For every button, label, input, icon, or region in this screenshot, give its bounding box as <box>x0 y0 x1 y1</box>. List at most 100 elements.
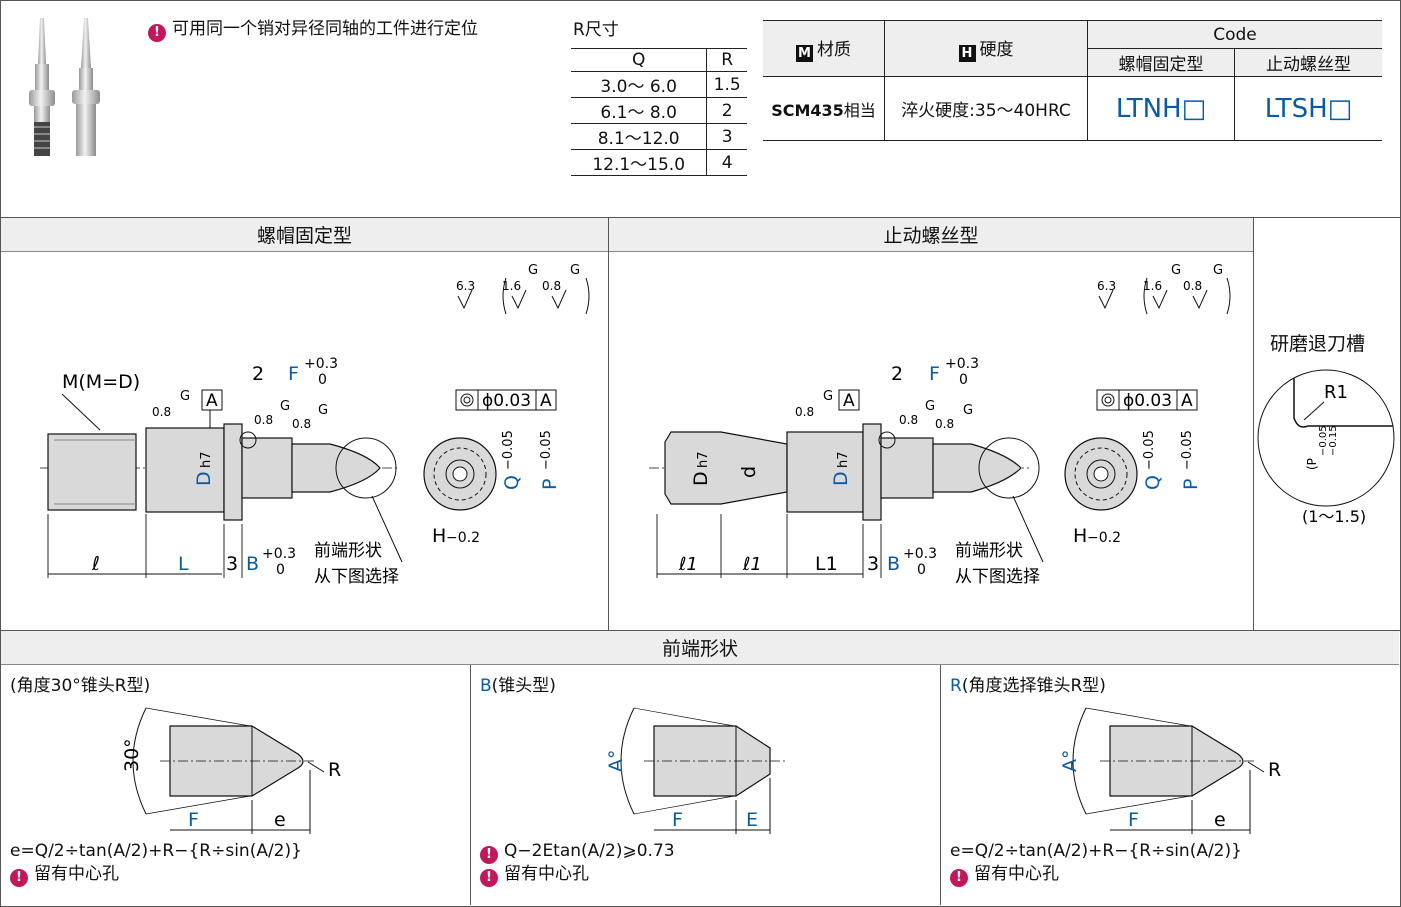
dim-tol-minus: −0.05 <box>1180 430 1195 470</box>
surface-mark-g: G <box>823 389 833 404</box>
dim-tol-minus: −0.05 <box>1142 430 1157 470</box>
surface-mark-b: 0.8 <box>899 413 918 427</box>
material-value-suffix: 相当 <box>843 100 876 120</box>
r-size-cell: 4 <box>706 149 747 176</box>
tip3-note: !留有中心孔 <box>950 866 1059 887</box>
groove-tol: −0.05 <box>1318 425 1329 456</box>
surface-mark-main: 6.3 <box>456 279 475 293</box>
dim-l: ℓ <box>91 553 100 575</box>
dim-2: 2 <box>891 363 903 385</box>
dim-L: L <box>178 553 189 575</box>
code-ltnh: LTNH□ <box>1087 76 1235 141</box>
hardness-value: 淬火硬度:35～40HRC <box>884 76 1088 141</box>
dim-h: H <box>1073 525 1087 547</box>
tip-note-1: 前端形状 <box>314 541 382 561</box>
surface-mark-b: 0.8 <box>254 413 273 427</box>
surface-mark-b: 0.8 <box>292 417 311 431</box>
dim-L1: L1 <box>815 553 838 575</box>
tip1-drawing: 30° R F e <box>121 707 341 834</box>
r-size-cell: 1.5 <box>706 71 747 98</box>
dim-f: F <box>288 363 299 385</box>
dim-h7: h7 <box>836 451 851 468</box>
dim-p: P <box>1180 479 1202 490</box>
r-size-cell: 3 <box>706 123 747 150</box>
divider-tip-2 <box>940 665 941 905</box>
code-ltsh: LTSH□ <box>1234 76 1382 141</box>
dim-tol-minus: −0.05 <box>501 430 516 470</box>
product-photo <box>29 18 100 156</box>
dim-l1: ℓ1 <box>742 554 762 575</box>
dim-2: 2 <box>252 363 264 385</box>
dim-tol-plus: +0.3 <box>903 546 937 562</box>
tip1-f: F <box>188 809 199 831</box>
surface-mark-b: 0.8 <box>935 417 954 431</box>
surface-mark-g: G <box>925 399 935 414</box>
dim-3: 3 <box>226 553 238 575</box>
tip3-f: F <box>1128 809 1139 831</box>
surface-mark-g: G <box>180 389 190 404</box>
r-size-cell: 6.1～ 8.0 <box>571 97 708 124</box>
tip1-e: e <box>274 809 286 831</box>
code-type2-header: 止动螺丝型 <box>1234 48 1382 77</box>
dim-l1: ℓ1 <box>678 554 698 575</box>
dim-f: F <box>929 363 940 385</box>
dim-tol-zero: 0 <box>917 562 926 578</box>
tip-note-2: 从下图选择 <box>314 567 399 587</box>
geo-tol: ϕ0.03 <box>1123 391 1172 411</box>
surface-mark-g: G <box>570 263 580 278</box>
r-size-cell: 2 <box>706 97 747 124</box>
tip3-r: R <box>1268 759 1281 781</box>
tip2-note-text: 留有中心孔 <box>504 864 589 884</box>
section-nut-type: 螺帽固定型 <box>1 218 609 252</box>
surface-mark-b: 0.8 <box>1183 279 1202 293</box>
section-screw-type: 止动螺丝型 <box>609 218 1254 252</box>
tip2-f: F <box>672 809 683 831</box>
material-value: SCM435相当 <box>763 76 885 141</box>
surface-mark-b: 0.8 <box>542 279 561 293</box>
tip1-angle: 30° <box>121 738 143 772</box>
dim-p: P <box>539 479 561 490</box>
tip2-title-text: (锥头型) <box>491 676 556 696</box>
groove-r1: R1 <box>1324 382 1348 403</box>
tip3-note-text: 留有中心孔 <box>974 864 1059 884</box>
dim-B: B <box>246 553 259 575</box>
dim-tol-zero: 0 <box>318 372 327 388</box>
groove-title: 研磨退刀槽 <box>1270 333 1366 355</box>
dim-d: D <box>690 471 712 486</box>
dim-tol-plus: +0.3 <box>945 356 979 372</box>
r-size-cell: 3.0～ 6.0 <box>571 71 708 98</box>
dim-d: D <box>830 471 852 486</box>
r-size-header-r: R <box>706 48 747 72</box>
r-size-header-q: Q <box>571 48 708 72</box>
material-icon: M <box>796 45 813 62</box>
dim-tol-minus: −0.2 <box>446 530 480 546</box>
divider-top <box>0 217 1401 218</box>
exclamation-icon: ! <box>148 24 166 42</box>
tip3-angle: A° <box>1059 750 1081 773</box>
material-value-bold: SCM435 <box>771 100 844 120</box>
surface-mark-g: G <box>1171 263 1181 278</box>
tip1-formula: e=Q/2÷tan(A/2)+R−{R÷sin(A/2)} <box>10 841 302 861</box>
geo-tol: ϕ0.03 <box>482 391 531 411</box>
tip3-prefix: R <box>950 676 962 696</box>
tip1-note: !留有中心孔 <box>10 866 119 887</box>
exclamation-icon: ! <box>480 846 498 864</box>
code-type1-header: 螺帽固定型 <box>1087 48 1235 77</box>
surface-mark-main: 6.3 <box>1097 279 1116 293</box>
tip2-title: B(锥头型) <box>480 678 556 695</box>
intro-note-text: 可用同一个销对异径同轴的工件进行定位 <box>172 19 478 39</box>
groove-tol: −0.15 <box>1328 425 1339 456</box>
tip3-formula: e=Q/2÷tan(A/2)+R−{R÷sin(A/2)} <box>950 841 1242 861</box>
divider-bottom <box>0 630 1401 631</box>
tip2-note: !留有中心孔 <box>480 866 589 887</box>
tip1-note-text: 留有中心孔 <box>34 864 119 884</box>
hardness-icon: H <box>958 45 976 62</box>
tip3-e: e <box>1214 809 1226 831</box>
section-tip-shape: 前端形状 <box>1 631 1399 665</box>
groove-detail: R1 (P −0.05 −0.15 (1～1.5) <box>1257 369 1395 526</box>
